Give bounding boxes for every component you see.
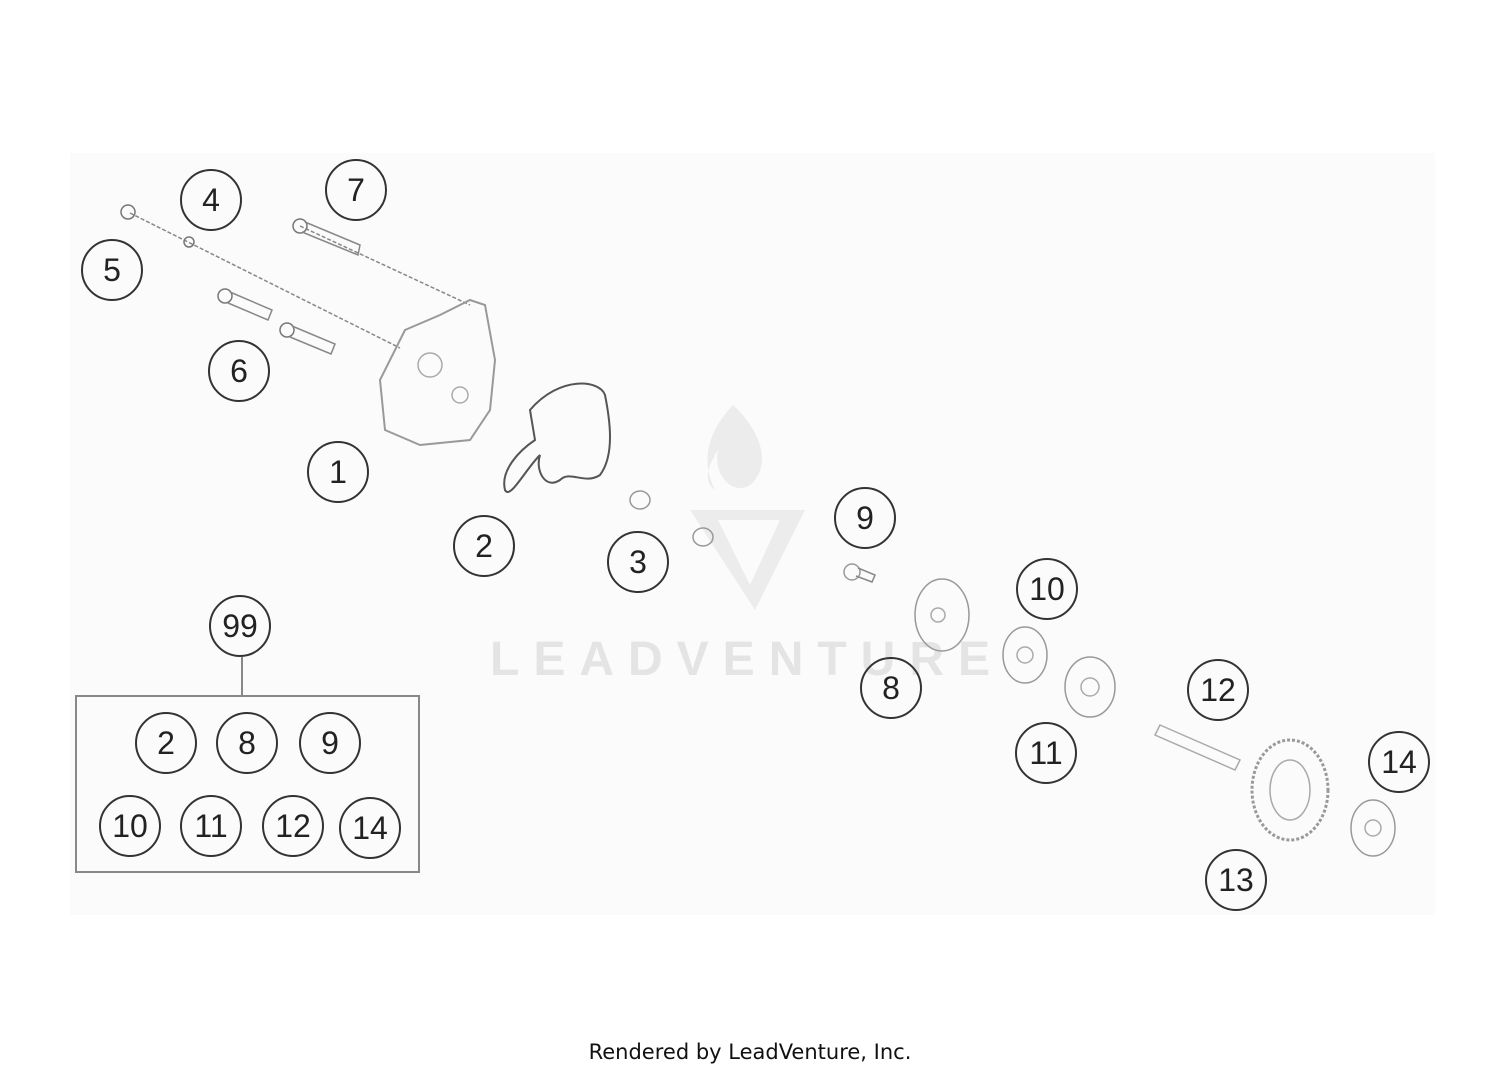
kit-connector-line <box>241 657 243 695</box>
kit-callout-9[interactable]: 9 <box>299 712 361 774</box>
callout-5[interactable]: 5 <box>81 239 143 301</box>
callout-11[interactable]: 11 <box>1015 722 1077 784</box>
callout-4[interactable]: 4 <box>180 169 242 231</box>
kit-callout-8[interactable]: 8 <box>216 712 278 774</box>
kit-callout-11[interactable]: 11 <box>180 795 242 857</box>
callout-8[interactable]: 8 <box>860 657 922 719</box>
callout-kit-99[interactable]: 99 <box>209 595 271 657</box>
kit-callout-2[interactable]: 2 <box>135 712 197 774</box>
kit-callout-10[interactable]: 10 <box>99 795 161 857</box>
kit-contents-box <box>75 695 420 873</box>
callout-9[interactable]: 9 <box>834 487 896 549</box>
callout-7[interactable]: 7 <box>325 159 387 221</box>
callout-13[interactable]: 13 <box>1205 849 1267 911</box>
footer-credit: Rendered by LeadVenture, Inc. <box>588 1040 912 1064</box>
kit-callout-12[interactable]: 12 <box>262 795 324 857</box>
callout-10[interactable]: 10 <box>1016 558 1078 620</box>
callout-1[interactable]: 1 <box>307 441 369 503</box>
kit-callout-14[interactable]: 14 <box>339 797 401 859</box>
callout-3[interactable]: 3 <box>607 531 669 593</box>
callout-2[interactable]: 2 <box>453 515 515 577</box>
callout-14[interactable]: 14 <box>1368 731 1430 793</box>
callout-12[interactable]: 12 <box>1187 659 1249 721</box>
callout-6[interactable]: 6 <box>208 340 270 402</box>
diagram-panel <box>70 153 1435 915</box>
